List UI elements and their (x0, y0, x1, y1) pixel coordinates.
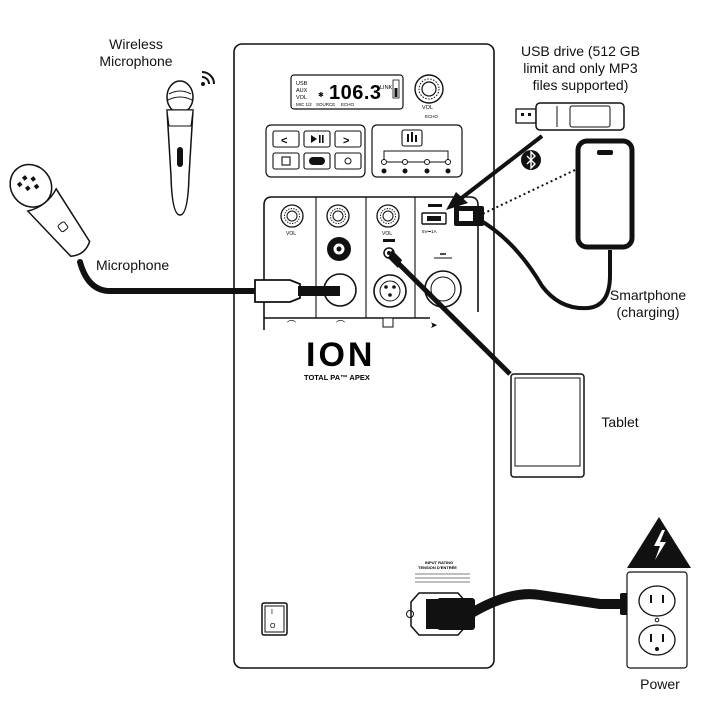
svg-text:ECHO: ECHO (425, 114, 439, 119)
mic2-volume-knob[interactable] (326, 204, 350, 228)
wireless-microphone (166, 80, 194, 216)
display-usb: USB (296, 81, 308, 87)
line-out-jack[interactable] (424, 270, 462, 308)
svg-text:INPUT RATING: INPUT RATING (425, 560, 453, 565)
bluetooth-icon (521, 150, 541, 170)
power-switch[interactable]: I O (261, 602, 288, 636)
model-name: TOTAL PA™ APEX (304, 373, 370, 382)
eq-mode-panel (371, 124, 463, 178)
tablet (510, 373, 585, 478)
mic1-volume-knob[interactable]: VOL (280, 204, 304, 237)
usb-drive (515, 102, 625, 131)
light-button[interactable] (334, 152, 362, 170)
power-label: Power (640, 676, 680, 692)
svg-text:5V⎓1A: 5V⎓1A (422, 229, 437, 234)
usb-drive-label: USB drive (512 GB limit and only MP3 fil… (520, 43, 641, 93)
aux-xlr-jack[interactable] (373, 274, 407, 308)
display-aux: AUX (296, 88, 308, 94)
svg-text:TENSION D'ENTRÉE: TENSION D'ENTRÉE (418, 565, 457, 570)
ion-logo: ION TOTAL PA™ APEX (304, 336, 375, 382)
transport-controls: < > (265, 124, 366, 178)
output-icon: ➤ (430, 320, 438, 330)
speaker-panel: USB AUX VOL ✱ 106.3 LINK MIC 1/2 SOURCE … (233, 43, 495, 669)
wall-outlet (626, 571, 688, 669)
usb-arrow (446, 192, 468, 210)
source-button[interactable] (272, 152, 300, 170)
wired-microphone (9, 163, 340, 303)
mic2-icon: ⌒ (336, 320, 345, 330)
previous-button[interactable] (272, 130, 300, 148)
high-voltage-warning-icon (627, 517, 691, 568)
svg-text:VOL: VOL (286, 231, 296, 237)
svg-text:<: < (281, 135, 287, 147)
display-bt-glyph: ✱ (318, 91, 324, 99)
master-volume-knob[interactable]: VOL ECHO (414, 74, 444, 119)
wireless-signal-icon (201, 71, 215, 86)
svg-text:O: O (270, 623, 276, 630)
svg-text:>: > (343, 135, 349, 147)
display-source: SOURCE (316, 102, 335, 107)
svg-text:VOL: VOL (422, 105, 433, 111)
svg-text:VOL: VOL (382, 231, 392, 237)
wireless-microphone-label: Wireless Microphone (99, 36, 173, 69)
display-vol: VOL (296, 95, 307, 101)
display-frequency: 106.3 (329, 82, 382, 104)
aux-volume-knob[interactable]: VOL (376, 204, 400, 237)
mic1-icon: ⌒ (287, 320, 296, 330)
mic2-jack[interactable] (327, 237, 351, 261)
next-button[interactable] (334, 130, 362, 148)
smartphone (575, 138, 635, 250)
smartphone-label: Smartphone (charging) (609, 287, 687, 320)
lcd-display: USB AUX VOL ✱ 106.3 LINK MIC 1/2 SOURCE … (290, 74, 404, 110)
power-cable (437, 589, 647, 630)
display-mic12: MIC 1/2 (296, 102, 312, 107)
svg-text:ION: ION (306, 336, 375, 374)
svg-text:I: I (271, 609, 273, 616)
microphone-label: Microphone (96, 257, 170, 273)
input-panel: VOL VOL (263, 196, 479, 330)
usb-port[interactable]: 5V⎓1A (421, 204, 447, 234)
tablet-label: Tablet (601, 414, 639, 430)
display-echo: ECHO (341, 102, 355, 107)
input-rating-label: INPUT RATING TENSION D'ENTRÉE (415, 560, 470, 583)
display-link: LINK (380, 85, 393, 91)
